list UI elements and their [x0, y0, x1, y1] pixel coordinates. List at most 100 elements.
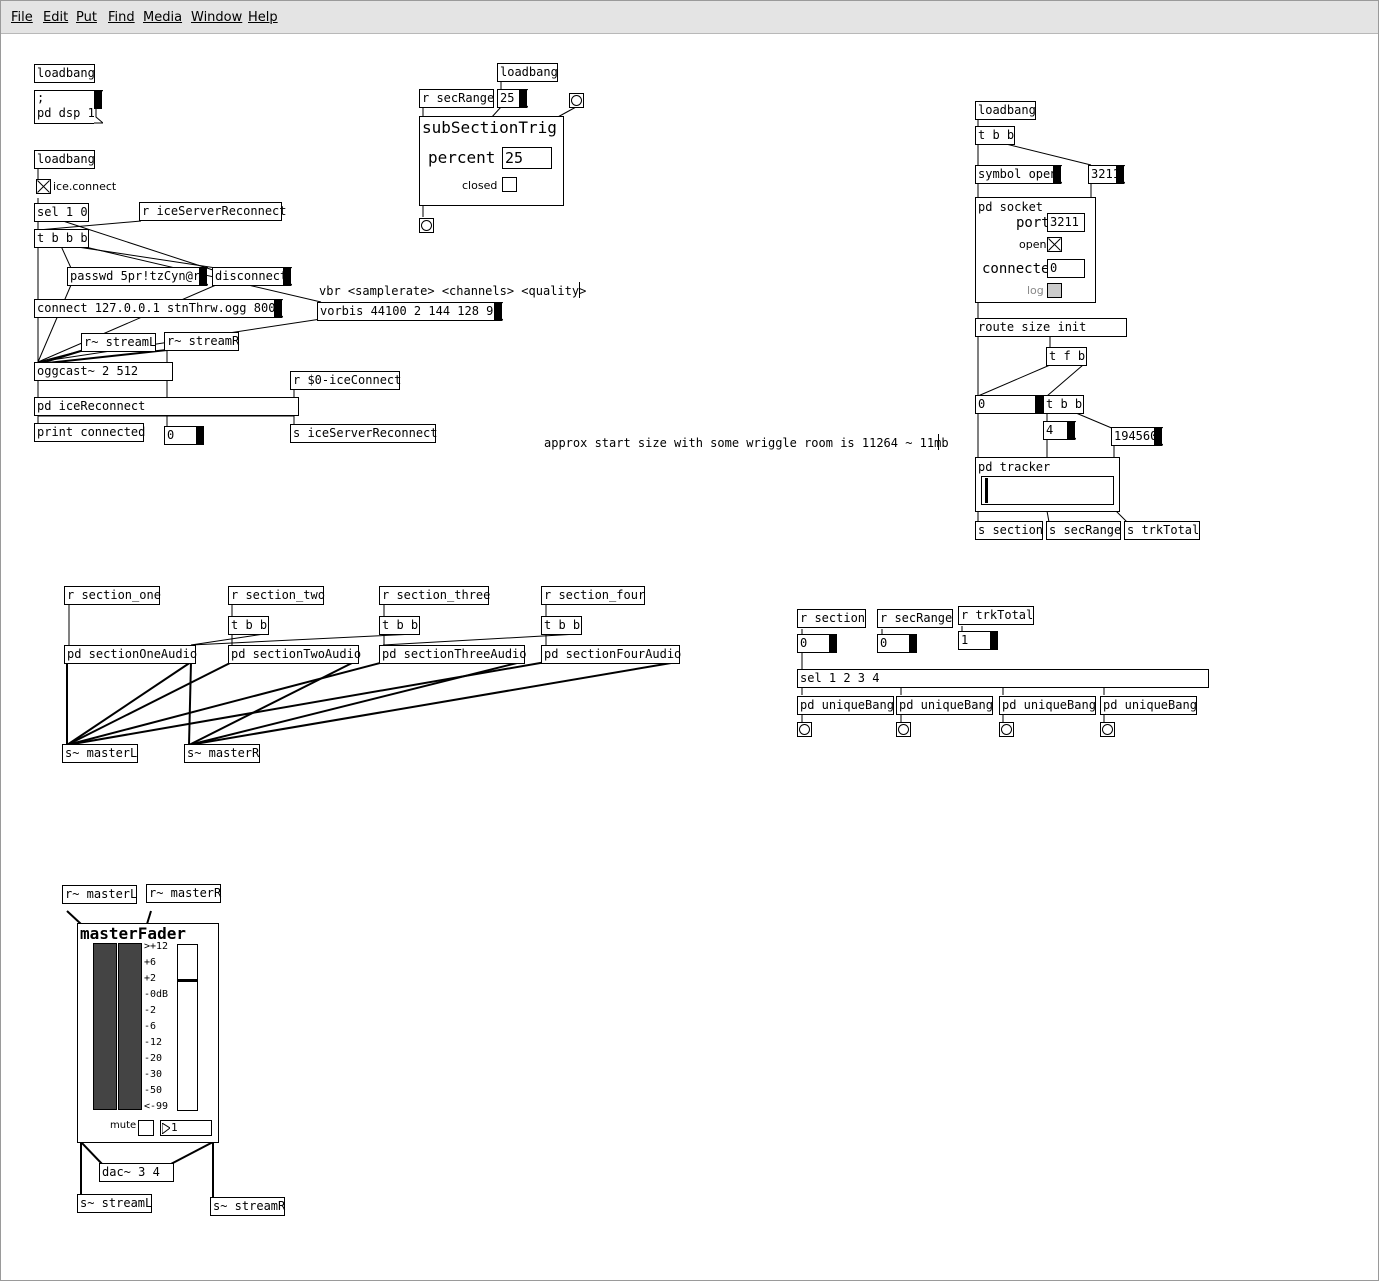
menu-edit[interactable]: Edit [43, 10, 68, 25]
symbol-open-message[interactable]: symbol open [975, 165, 1062, 184]
bang-button[interactable] [569, 93, 584, 108]
r-masterL-object[interactable]: r~ masterL [62, 885, 137, 904]
s-section-object[interactable]: s section [975, 521, 1043, 540]
bang-button[interactable] [797, 722, 812, 737]
master-volume-slider[interactable] [177, 944, 198, 1111]
disconnect-message[interactable]: disconnect [212, 267, 292, 286]
oggcast-object[interactable]: oggcast~ 2 512 [34, 362, 173, 381]
subpatch-text: pd uniqueBang [899, 698, 993, 712]
s-streamL-object[interactable]: s~ streamL [77, 1194, 152, 1213]
port-message[interactable]: 3211 [1088, 165, 1125, 184]
send-text: s trkTotal [1127, 523, 1200, 537]
trigger-fb-object[interactable]: t f b [1046, 347, 1087, 366]
loadbang-object[interactable]: loadbang [975, 101, 1036, 120]
closed-toggle[interactable] [502, 177, 517, 192]
number-corner-icon [196, 426, 203, 445]
trigger-bb-object[interactable]: t b b [541, 616, 582, 635]
size-message[interactable]: 194560 [1111, 427, 1163, 446]
vu-scale-label: -20 [144, 1053, 163, 1064]
pd-sectionFourAudio-object[interactable]: pd sectionFourAudio [541, 645, 681, 664]
print-connected-object[interactable]: print connected [34, 423, 145, 442]
r-secRange-object[interactable]: r secRange [877, 609, 953, 628]
r-secRange-object[interactable]: r secRange [419, 89, 494, 108]
bang-button[interactable] [999, 722, 1014, 737]
percent-number[interactable]: 25 [502, 147, 552, 169]
dsp-message[interactable]: ;pd dsp 1 [34, 90, 103, 124]
port-number[interactable]: 3211 [1047, 213, 1085, 232]
r-section-object[interactable]: r section [797, 609, 866, 628]
pd-uniqueBang-object[interactable]: pd uniqueBang [797, 696, 894, 715]
menu-find[interactable]: Find [108, 10, 135, 25]
r-section-two-object[interactable]: r section_two [228, 586, 325, 605]
r-iceConnect-object[interactable]: r $0-iceConnect [290, 371, 401, 390]
trigger-bb-object[interactable]: t b b [228, 616, 269, 635]
subSectionTrig-gop[interactable]: subSectionTrig percent 25 closed [419, 116, 564, 206]
trigger-bb-object[interactable]: t b b [975, 126, 1015, 145]
trigger-bbb-object[interactable]: t b b b [34, 229, 89, 248]
trigger-bb-object[interactable]: t b b [1043, 395, 1084, 414]
bang-button[interactable] [896, 722, 911, 737]
connected-number[interactable]: 0 [1047, 259, 1085, 278]
route-object[interactable]: route size init [975, 318, 1127, 337]
patch-canvas[interactable]: loadbang ;pd dsp 1 loadbang ice.connect … [1, 34, 1378, 1280]
menu-window[interactable]: Window [191, 10, 242, 25]
pd-uniqueBang-object[interactable]: pd uniqueBang [896, 696, 993, 715]
number-box[interactable]: 0 [797, 634, 837, 653]
dac-object[interactable]: dac~ 3 4 [99, 1163, 174, 1182]
s-iceServerReconnect-object[interactable]: s iceServerReconnect [290, 424, 438, 443]
menu-file[interactable]: File [11, 10, 33, 25]
bang-button[interactable] [419, 218, 434, 233]
s-secRange-object[interactable]: s secRange [1046, 521, 1121, 540]
mute-toggle[interactable] [138, 1120, 154, 1136]
s-masterL-object[interactable]: s~ masterL [62, 744, 138, 763]
loadbang-object[interactable]: loadbang [497, 63, 558, 82]
r-trkTotal-object[interactable]: r trkTotal [958, 606, 1034, 625]
r-section-three-object[interactable]: r section_three [379, 586, 491, 605]
r-iceServerReconnect-object[interactable]: r iceServerReconnect [139, 202, 287, 221]
pd-socket-gop[interactable]: pd socket port 3211 open connected 0 log [975, 197, 1096, 303]
receive-text: r section_three [382, 588, 491, 602]
pd-uniqueBang-object[interactable]: pd uniqueBang [1100, 696, 1197, 715]
menu-help[interactable]: Help [248, 10, 278, 25]
masterFader-gop[interactable]: masterFader >+12+6+2-0dB-2-6-12-20-30-50… [77, 923, 219, 1143]
loadbang-object[interactable]: loadbang [34, 150, 95, 169]
log-toggle[interactable] [1047, 283, 1062, 298]
r-section-one-object[interactable]: r section_one [64, 586, 161, 605]
pd-iceReconnect-object[interactable]: pd iceReconnect [34, 397, 299, 416]
number-box[interactable]: 0 [975, 395, 1043, 414]
fader-number[interactable]: 1 [160, 1120, 212, 1136]
trigger-bb-object[interactable]: t b b [379, 616, 420, 635]
s-streamR-object[interactable]: s~ streamR [210, 1197, 285, 1216]
pd-uniqueBang-object[interactable]: pd uniqueBang [999, 696, 1096, 715]
number-box[interactable]: 0 [164, 426, 204, 445]
sel-1-2-3-4-object[interactable]: sel 1 2 3 4 [797, 669, 1209, 688]
number-value: 0 [167, 428, 175, 442]
number-box[interactable]: 4 [1043, 421, 1076, 440]
passwd-message[interactable]: passwd 5pr!tzCyn@r [67, 267, 208, 286]
connect-message[interactable]: connect 127.0.0.1 stnThrw.ogg 8000 [34, 299, 283, 318]
tracker-progress-bar[interactable] [981, 476, 1114, 505]
pd-tracker-gop[interactable]: pd tracker [975, 457, 1120, 512]
loadbang-object[interactable]: loadbang [34, 64, 95, 83]
r-streamL-object[interactable]: r~ streamL [81, 333, 156, 352]
ice-connect-toggle[interactable] [36, 179, 51, 194]
s-trkTotal-object[interactable]: s trkTotal [1124, 521, 1200, 540]
menu-put[interactable]: Put [76, 10, 97, 25]
r-section-four-object[interactable]: r section_four [541, 586, 645, 605]
r-streamR-object[interactable]: r~ streamR [164, 332, 239, 351]
pd-sectionThreeAudio-object[interactable]: pd sectionThreeAudio [379, 645, 527, 664]
number-box[interactable]: 1 [958, 631, 998, 650]
vorbis-message[interactable]: vorbis 44100 2 144 128 96 [317, 302, 503, 321]
number-box[interactable]: 0 [877, 634, 917, 653]
s-masterR-object[interactable]: s~ masterR [184, 744, 260, 763]
menu-media[interactable]: Media [143, 10, 182, 25]
open-toggle[interactable] [1047, 237, 1062, 252]
r-masterR-object[interactable]: r~ masterR [146, 884, 221, 903]
slider-handle[interactable] [178, 979, 197, 982]
bang-button[interactable] [1100, 722, 1115, 737]
pd-sectionTwoAudio-object[interactable]: pd sectionTwoAudio [228, 645, 361, 664]
pd-sectionOneAudio-object[interactable]: pd sectionOneAudio [64, 645, 197, 664]
number-box[interactable]: 25 [497, 89, 528, 108]
disconnect-text: disconnect [215, 269, 288, 283]
sel-1-0-object[interactable]: sel 1 0 [34, 203, 89, 222]
